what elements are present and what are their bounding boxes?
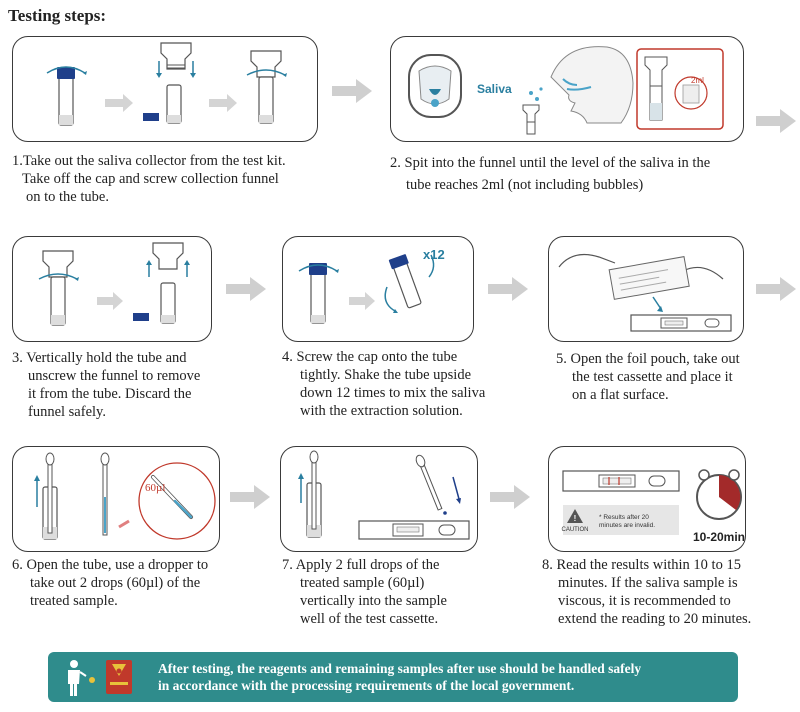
step-number: 3. (12, 350, 23, 366)
step-line: with the extraction solution. (300, 403, 463, 419)
flow-arrow-3 (226, 277, 266, 301)
disposal-icon (68, 660, 132, 696)
step-8-illustration: ! CAUTION * Results after 20 minutes are… (548, 446, 746, 552)
step-number: 1. (12, 153, 23, 169)
notice-line-2: in accordance with the processing requir… (158, 678, 575, 693)
result-note-line1: * Results after 20 (599, 514, 649, 521)
step-line: take out 2 drops (60µl) of the (30, 575, 201, 591)
step-6-text: 6. Open the tube, use a dropper to take … (12, 556, 262, 610)
step-2-text: 2. Spit into the funnel until the level … (390, 152, 790, 196)
step-line: on to the tube. (26, 189, 109, 205)
biohazard-icon (116, 668, 122, 674)
step-number: 7. (282, 557, 293, 573)
step-4-text: 4. Screw the cap onto the tube tightly. … (282, 348, 538, 420)
step-1-drawing (46, 42, 287, 126)
caution-label: CAUTION (562, 527, 589, 533)
timer-label: 10-20min (693, 530, 745, 544)
step-7-drawing (298, 450, 470, 540)
step-line: unscrew the funnel to remove (28, 368, 201, 384)
disposal-notice-banner: After testing, the reagents and remainin… (48, 652, 738, 702)
step-line: Vertically hold the tube and (26, 350, 187, 366)
step-line: extend the reading to 20 minutes. (558, 611, 752, 627)
flow-arrow-6 (230, 485, 270, 509)
step-8-text: 8. Read the results within 10 to 15 minu… (542, 556, 796, 628)
step-line: well of the test cassette. (300, 611, 439, 627)
step-line: tube reaches 2ml (not including bubbles) (406, 177, 644, 193)
step-3-illustration (12, 236, 212, 342)
step-line: Take out the saliva collector from the t… (22, 153, 286, 169)
step-6-drawing: 60µl (34, 452, 216, 540)
step-line: it from the tube. Discard the (28, 386, 192, 402)
flow-arrow-5 (756, 277, 796, 301)
step-line: the test cassette and place it (572, 369, 733, 385)
disposal-notice-text: After testing, the reagents and remainin… (158, 660, 728, 694)
flow-arrow-1 (332, 79, 372, 103)
step-line: Screw the cap onto the tube (296, 349, 458, 365)
step-line: Open the tube, use a dropper to (26, 557, 209, 573)
step-2-drawing: Saliva 2ml (408, 46, 724, 135)
step-line: treated sample. (30, 593, 118, 609)
step-number: 4. (282, 349, 293, 365)
step-3-drawing (38, 242, 190, 326)
flow-arrow-4 (488, 277, 528, 301)
step-line: Spit into the funnel until the level of … (404, 155, 711, 171)
step-number: 6. (12, 557, 23, 573)
step-7-illustration (280, 446, 478, 552)
flow-arrow-2 (756, 109, 796, 133)
step-3-text: 3. Vertically hold the tube and unscrew … (12, 349, 252, 421)
step-line: Open the foil pouch, take out (570, 351, 740, 367)
saliva-label: Saliva (477, 82, 512, 96)
notice-line-1: After testing, the reagents and remainin… (158, 661, 642, 676)
flow-arrow-7 (490, 485, 530, 509)
page-title: Testing steps: (8, 6, 107, 25)
step-line: tightly. Shake the tube upside (300, 367, 472, 383)
step-line: on a flat surface. (572, 387, 669, 403)
step-5-text: 5. Open the foil pouch, take out the tes… (556, 350, 792, 404)
shake-count-label: x12 (423, 247, 445, 262)
step-4-drawing: x12 (298, 247, 445, 324)
cap-shape (57, 67, 75, 79)
step-number: 8. (542, 557, 553, 573)
step-line: Take off the cap and screw collection fu… (22, 171, 279, 187)
step-line: minutes. If the saliva sample is (558, 575, 738, 591)
step-7-text: 7. Apply 2 full drops of the treated sam… (282, 556, 522, 628)
dropper-volume-label: 60µl (145, 482, 165, 494)
step-6-illustration: 60µl (12, 446, 220, 552)
step-line: viscous, it is recommended to (558, 593, 731, 609)
volume-label: 2ml (691, 76, 704, 85)
step-5-illustration (548, 236, 744, 342)
step-4-illustration: x12 (282, 236, 474, 342)
step-1-illustration (12, 36, 318, 142)
step-line: vertically into the sample (300, 593, 447, 609)
caution-glyph: ! (574, 514, 577, 523)
step-5-drawing (558, 254, 732, 332)
step-8-drawing: ! CAUTION * Results after 20 minutes are… (562, 469, 745, 544)
step-number: 5. (556, 351, 567, 367)
step-line: down 12 times to mix the saliva (300, 385, 486, 401)
step-line: treated sample (60µl) (300, 575, 425, 591)
step-number: 2. (390, 155, 401, 171)
result-note-line2: minutes are invalid. (599, 522, 655, 529)
step-line: Apply 2 full drops of the (295, 557, 440, 573)
step-line: Read the results within 10 to 15 (556, 557, 741, 573)
step-line: funnel safely. (28, 404, 106, 420)
step-2-illustration: Saliva 2ml (390, 36, 744, 142)
step-1-text: 1.Take out the saliva collector from the… (12, 152, 342, 206)
